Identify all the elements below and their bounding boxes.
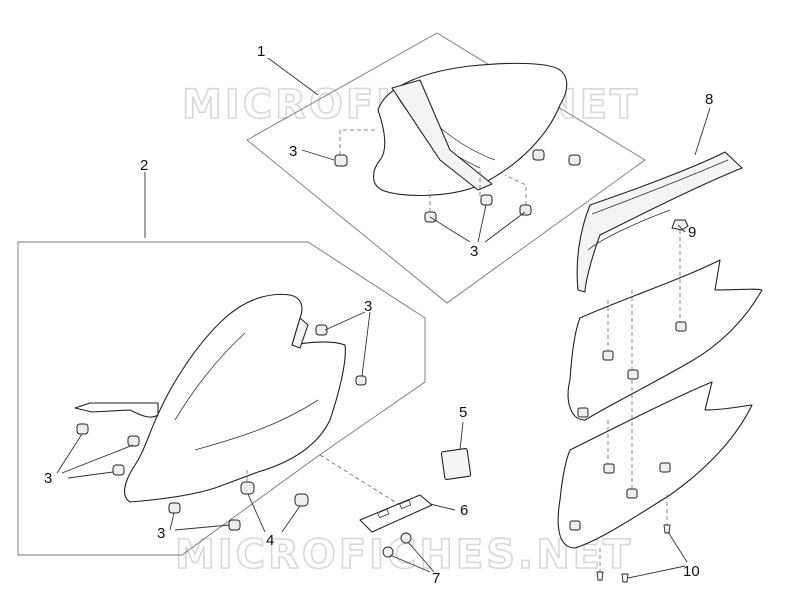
grommet-c bbox=[675, 321, 687, 332]
buffer-2b bbox=[355, 375, 367, 386]
nut-9 bbox=[671, 219, 689, 231]
buffer-3e bbox=[519, 204, 532, 216]
leader-9 bbox=[677, 224, 686, 233]
grommet-b bbox=[627, 369, 639, 380]
callout-4: 4 bbox=[266, 532, 274, 549]
leader-3b bbox=[429, 204, 526, 243]
rider-seat-tab bbox=[291, 317, 309, 349]
callout-3e: 3 bbox=[157, 525, 165, 542]
leader-3a bbox=[301, 149, 335, 161]
passenger-seat-frame bbox=[246, 32, 646, 304]
leader-7 bbox=[389, 541, 435, 573]
rubber-block-5 bbox=[440, 448, 472, 480]
assembly-lines-3 bbox=[607, 230, 681, 489]
grommet-f bbox=[626, 488, 638, 499]
buffer-2f bbox=[168, 502, 181, 514]
buffer-2e bbox=[112, 464, 125, 476]
grommet-d bbox=[577, 407, 589, 418]
tail-cover-group bbox=[557, 151, 763, 583]
rider-seat-contour bbox=[174, 332, 319, 451]
grommet-g bbox=[569, 520, 581, 531]
grommet-h bbox=[659, 462, 671, 473]
callout-2: 2 bbox=[140, 157, 148, 174]
rider-seat bbox=[124, 293, 346, 503]
screw-10a bbox=[596, 571, 604, 581]
callout-1: 1 bbox=[257, 43, 265, 60]
screw-10c bbox=[663, 524, 671, 534]
callout-8: 8 bbox=[705, 91, 713, 108]
screw-10b bbox=[621, 573, 629, 583]
rider-seat-frame bbox=[17, 241, 426, 556]
cover-8 bbox=[576, 151, 743, 293]
callout-3a: 3 bbox=[289, 143, 297, 160]
assembly-lines-4 bbox=[599, 495, 668, 572]
buffer-2a bbox=[315, 324, 328, 336]
buffer-2c bbox=[76, 423, 89, 435]
passenger-seat-group bbox=[246, 32, 646, 304]
buffer-3b bbox=[532, 149, 545, 161]
leader-1 bbox=[267, 57, 319, 96]
plate-slot-b bbox=[399, 499, 412, 510]
plate-slot-a bbox=[377, 508, 390, 519]
cover-8-edge bbox=[587, 159, 729, 251]
callout-9: 9 bbox=[688, 224, 696, 241]
callout-3c: 3 bbox=[364, 298, 372, 315]
leader-5 bbox=[459, 421, 464, 451]
bolt-4b bbox=[294, 493, 309, 507]
buffer-3d bbox=[480, 194, 493, 206]
buffer-2d bbox=[127, 435, 140, 447]
callout-7: 7 bbox=[432, 570, 440, 587]
rider-seat-group bbox=[17, 241, 426, 556]
grommet-a bbox=[602, 350, 614, 361]
tail-section-upper bbox=[567, 259, 763, 421]
tail-section-lower bbox=[557, 381, 753, 549]
plate-6 bbox=[359, 494, 433, 533]
leader-4 bbox=[247, 493, 301, 533]
callout-3b: 3 bbox=[470, 243, 478, 260]
leader-6 bbox=[429, 503, 456, 511]
leader-10 bbox=[627, 531, 688, 579]
callout-5: 5 bbox=[459, 404, 467, 421]
assembly-lines-2 bbox=[246, 454, 401, 506]
leader-8 bbox=[694, 107, 711, 156]
screw-7a bbox=[382, 546, 394, 558]
grommet-e bbox=[603, 463, 615, 474]
leader-3c bbox=[324, 311, 371, 377]
callout-10: 10 bbox=[683, 563, 700, 580]
leader-3d bbox=[56, 433, 134, 479]
assembly-lines-1 bbox=[339, 129, 527, 212]
rider-seat-tail bbox=[74, 402, 159, 418]
bolt-4a bbox=[240, 481, 255, 495]
leader-3e bbox=[169, 512, 230, 531]
buffer-2g bbox=[228, 519, 241, 531]
buffer-3a bbox=[334, 154, 348, 167]
seat-strap bbox=[391, 79, 493, 191]
callout-6: 6 bbox=[460, 502, 468, 519]
callout-3d: 3 bbox=[44, 470, 52, 487]
screw-7b bbox=[400, 532, 412, 544]
buffer-3c bbox=[568, 154, 581, 166]
